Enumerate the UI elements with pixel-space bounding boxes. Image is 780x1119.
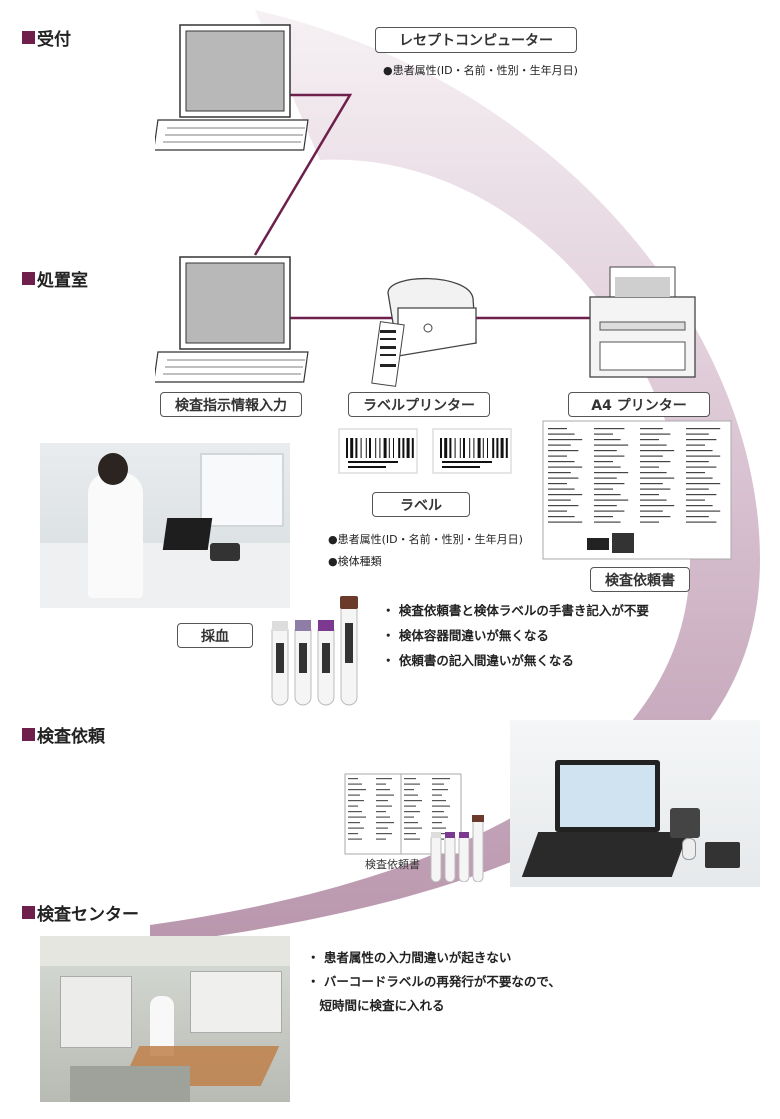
benefit-item: ・ 患者属性の入力間違いが起きない bbox=[307, 950, 512, 965]
benefit-item: ・ 検査依頼書と検体ラベルの手書き記入が不要 bbox=[382, 603, 649, 618]
request-form-small-caption: 検査依頼書 bbox=[365, 858, 420, 871]
blood-draw-photo bbox=[40, 443, 290, 608]
section-title: 検査センター bbox=[37, 905, 139, 925]
section-title: 処置室 bbox=[37, 271, 88, 291]
a4-printer-icon bbox=[589, 266, 696, 378]
barcode-label-image bbox=[338, 428, 418, 474]
section-reception: 受付 bbox=[22, 25, 71, 50]
test-input-label: 検査指示情報入力 bbox=[160, 392, 302, 417]
label-printer-icon bbox=[371, 277, 477, 387]
label-caption: ラベル bbox=[372, 492, 470, 517]
benefit-item: ・ バーコードラベルの再発行が不要なので、 bbox=[307, 974, 561, 989]
laptop-photo bbox=[510, 720, 760, 887]
square-icon bbox=[22, 906, 35, 919]
square-icon bbox=[22, 272, 35, 285]
desktop-computer-icon bbox=[155, 256, 309, 383]
square-icon bbox=[22, 728, 35, 741]
label-attribute-note: ●患者属性(ID・名前・性別・生年月日) bbox=[328, 533, 523, 546]
section-title: 受付 bbox=[37, 30, 71, 50]
benefit-item: ・ 依頼書の記入間違いが無くなる bbox=[382, 653, 574, 668]
benefit-item: ・ 検体容器間違いが無くなる bbox=[382, 628, 549, 643]
desktop-computer-icon bbox=[155, 24, 309, 151]
section-center: 検査センター bbox=[22, 900, 139, 925]
section-treatment: 処置室 bbox=[22, 266, 88, 291]
receipt-attribute-note: ●患者属性(ID・名前・性別・生年月日) bbox=[383, 64, 578, 77]
receipt-computer-label: レセプトコンピューター bbox=[375, 27, 577, 53]
a4-printer-label: A4 プリンター bbox=[568, 392, 710, 417]
benefit-item: 短時間に検査に入れる bbox=[307, 998, 445, 1013]
request-form-label: 検査依頼書 bbox=[590, 567, 690, 592]
request-form-document bbox=[542, 420, 732, 560]
barcode-label-image bbox=[432, 428, 512, 474]
section-title: 検査依頼 bbox=[37, 727, 105, 747]
request-forms-and-tubes-image bbox=[344, 773, 484, 882]
benefits-center-list: ・ 患者属性の入力間違いが起きない ・ バーコードラベルの再発行が不要なので、 … bbox=[307, 946, 561, 1018]
sample-tubes-image bbox=[271, 596, 358, 706]
section-request: 検査依頼 bbox=[22, 722, 105, 747]
blood-draw-label: 採血 bbox=[177, 623, 253, 648]
label-printer-label: ラベルプリンター bbox=[348, 392, 490, 417]
lab-center-photo bbox=[40, 936, 290, 1102]
square-icon bbox=[22, 31, 35, 44]
label-type-note: ●検体種類 bbox=[328, 555, 382, 568]
benefits-treatment-list: ・ 検査依頼書と検体ラベルの手書き記入が不要 ・ 検体容器間違いが無くなる ・ … bbox=[382, 598, 649, 673]
